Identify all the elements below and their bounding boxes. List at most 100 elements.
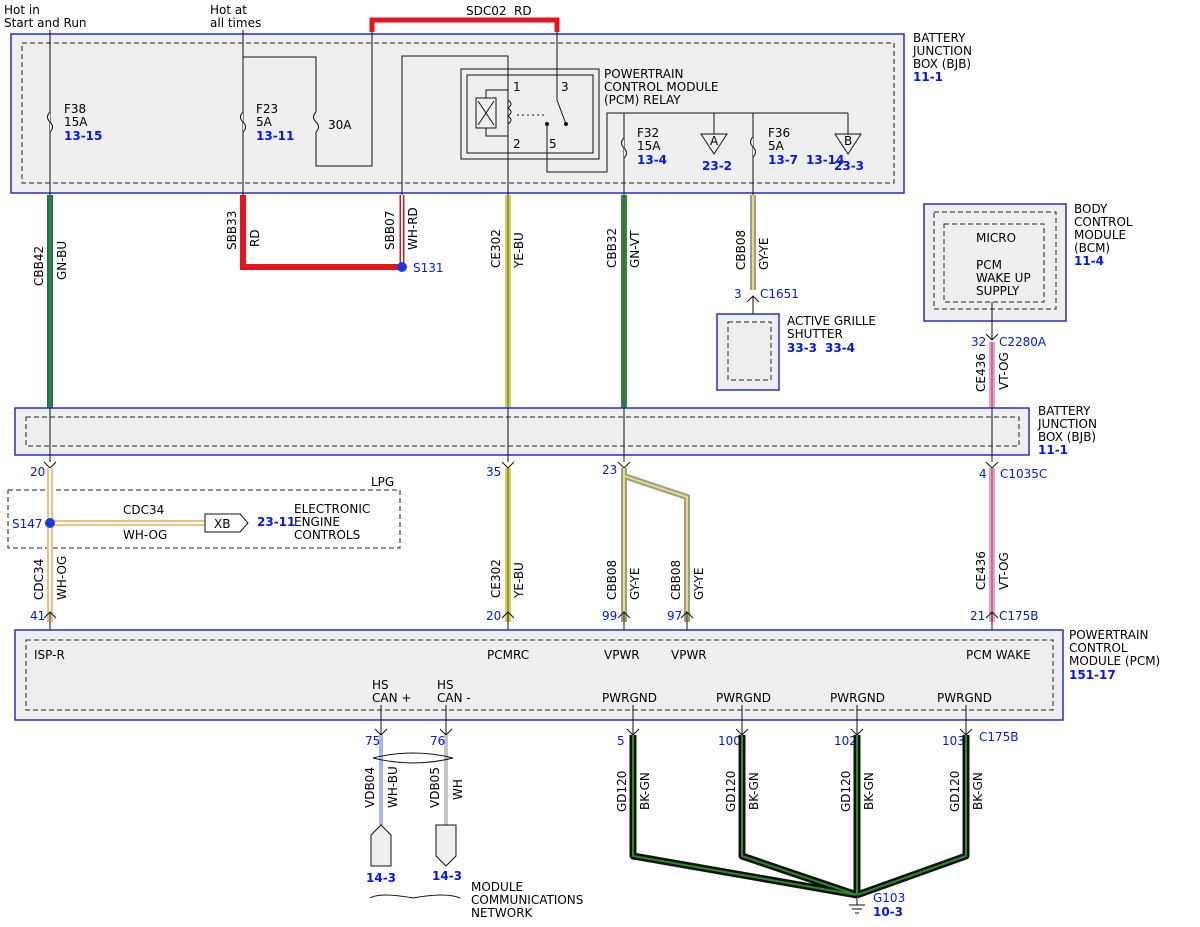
- pcm-c175b-top: C175B: [999, 609, 1039, 623]
- s147-splice-icon: [45, 518, 55, 528]
- pcm-title-1: POWERTRAIN: [1069, 628, 1149, 642]
- pcm-hs1-a: HS: [372, 678, 389, 692]
- pcm-gnd-2: PWRGND: [716, 691, 771, 705]
- lpg-ref: 23-11: [257, 515, 295, 529]
- tri-a-ref: 23-2: [702, 159, 732, 173]
- vdb05-id: VDB05: [428, 767, 442, 808]
- lpg-t2: ENGINE: [294, 515, 340, 529]
- pcm-pin-100: 100: [718, 734, 741, 748]
- s131-splice-icon: [397, 262, 407, 272]
- lower-cdc34-id: CDC34: [32, 559, 46, 600]
- gd4-id: GD120: [948, 771, 962, 812]
- bjb-mid-title-2: JUNCTION: [1037, 417, 1097, 431]
- relay-pin-2: 2: [513, 137, 521, 151]
- lpg-box: [7, 489, 401, 549]
- grille-box: [716, 313, 780, 391]
- pcm-title-2: CONTROL: [1069, 641, 1128, 655]
- pcm-c175b-bottom: C175B: [979, 730, 1019, 744]
- c2280a-connector-icon: [985, 333, 999, 341]
- pcm-pcmrc: PCMRC: [487, 648, 529, 662]
- gd2-id: GD120: [724, 771, 738, 812]
- s131-label: S131: [413, 261, 444, 275]
- f36-ref: 13-7: [768, 153, 798, 167]
- sbb33-wire: [240, 195, 402, 270]
- sbb33-id: SBB33: [225, 211, 239, 250]
- relay-pin-1: 1: [513, 80, 521, 94]
- network-connector-2-icon: [435, 824, 457, 867]
- relay-title-2: CONTROL MODULE: [604, 80, 719, 94]
- lpg-color: WH-OG: [123, 528, 167, 542]
- bcm-micro-box: [943, 223, 1045, 303]
- gd4-color: BK-GN: [971, 772, 985, 810]
- gd1-id: GD120: [615, 771, 629, 812]
- relay-outer: [460, 68, 600, 160]
- bcm-title-4: (BCM): [1074, 241, 1110, 255]
- tri-b-icon: [834, 133, 862, 155]
- lower-ce302-color: YE-BU: [512, 562, 526, 599]
- pcm-conn-97-icon: [680, 611, 694, 630]
- bcm-micro: MICRO: [976, 231, 1016, 245]
- bcm-title-1: BODY: [1074, 202, 1108, 216]
- bcm-inner: [933, 211, 1057, 310]
- sbb07-feed: [401, 55, 509, 195]
- cbb32-color: GN-VT: [628, 230, 642, 268]
- bcm-pcm-3: SUPPLY: [976, 284, 1020, 298]
- grille-inner: [727, 321, 772, 381]
- pcm-isp: ISP-R: [34, 648, 65, 662]
- f23-name: F23: [256, 102, 278, 116]
- pcm-vpwr-1: VPWR: [604, 648, 640, 662]
- mid-pin-20: 20: [30, 465, 45, 479]
- f30-amp: 30A: [328, 118, 352, 132]
- pcm-hs1-b: CAN +: [372, 691, 411, 705]
- gd3-id: GD120: [839, 771, 853, 812]
- relay-switch-pivot: [564, 122, 568, 126]
- lower-cbb08-stripe: [623, 468, 688, 622]
- bjb-mid-title-3: BOX (BJB): [1038, 430, 1096, 444]
- lpg-t1: ELECTRONIC: [294, 502, 370, 516]
- pcm-pin-21: 21: [970, 609, 985, 623]
- f32-amp: 15A: [637, 139, 661, 153]
- mid-conn-20-icon: [43, 461, 57, 469]
- pcm-pin-102: 102: [834, 734, 857, 748]
- mid-conn-23-icon: [617, 461, 631, 469]
- pcm-pin-99: 99: [602, 609, 617, 623]
- ce302-id: CE302: [489, 229, 503, 268]
- pcm-pin-97: 97: [667, 609, 682, 623]
- f30-feed: [243, 56, 317, 112]
- bjb-mid-ref: 11-1: [1038, 443, 1068, 457]
- sbb07-color: WH-RD: [406, 207, 420, 250]
- ground-symbol-icon: [849, 895, 865, 914]
- lower-cbb08b-color: GY-YE: [692, 568, 706, 600]
- bcm-title-3: MODULE: [1074, 228, 1126, 242]
- network-ref-2: 14-3: [432, 869, 462, 883]
- mid-pin-35: 35: [486, 465, 501, 479]
- c1651-pin: 3: [734, 287, 742, 301]
- sdc02-color: RD: [514, 4, 532, 18]
- bjb-mid-inner: [25, 416, 1020, 447]
- mid-conn-4-icon: [985, 461, 999, 469]
- network-ref-1: 14-3: [366, 871, 396, 885]
- c2280a-pin: 32: [971, 335, 986, 349]
- ground-wires-stripe: [632, 735, 967, 896]
- f38-amp: 15A: [64, 115, 88, 129]
- sdc02-wire: [369, 17, 560, 32]
- pcm-pin-20: 20: [486, 609, 501, 623]
- ground-id: G103: [873, 891, 905, 905]
- gd1-color: BK-GN: [638, 772, 652, 810]
- pcm-title-3: MODULE (PCM): [1069, 654, 1160, 668]
- pcm-gnd-1: PWRGND: [602, 691, 657, 705]
- hot-run-label-2: Start and Run: [4, 16, 87, 30]
- pcm-pin-103: 103: [942, 734, 965, 748]
- relay-pin-5: 5: [549, 137, 557, 151]
- f32-name: F32: [637, 126, 659, 140]
- lpg-t3: CONTROLS: [294, 528, 360, 542]
- cbb08-color: GY-YE: [757, 238, 771, 270]
- f23-ref: 13-11: [256, 129, 294, 143]
- cbb08-id: CBB08: [734, 230, 748, 270]
- mid-pin-23: 23: [602, 463, 617, 477]
- ground-wires: [629, 735, 970, 899]
- grille-title-2: SHUTTER: [787, 327, 843, 341]
- sbb33-color: RD: [248, 229, 262, 247]
- pcm-gnd-3: PWRGND: [830, 691, 885, 705]
